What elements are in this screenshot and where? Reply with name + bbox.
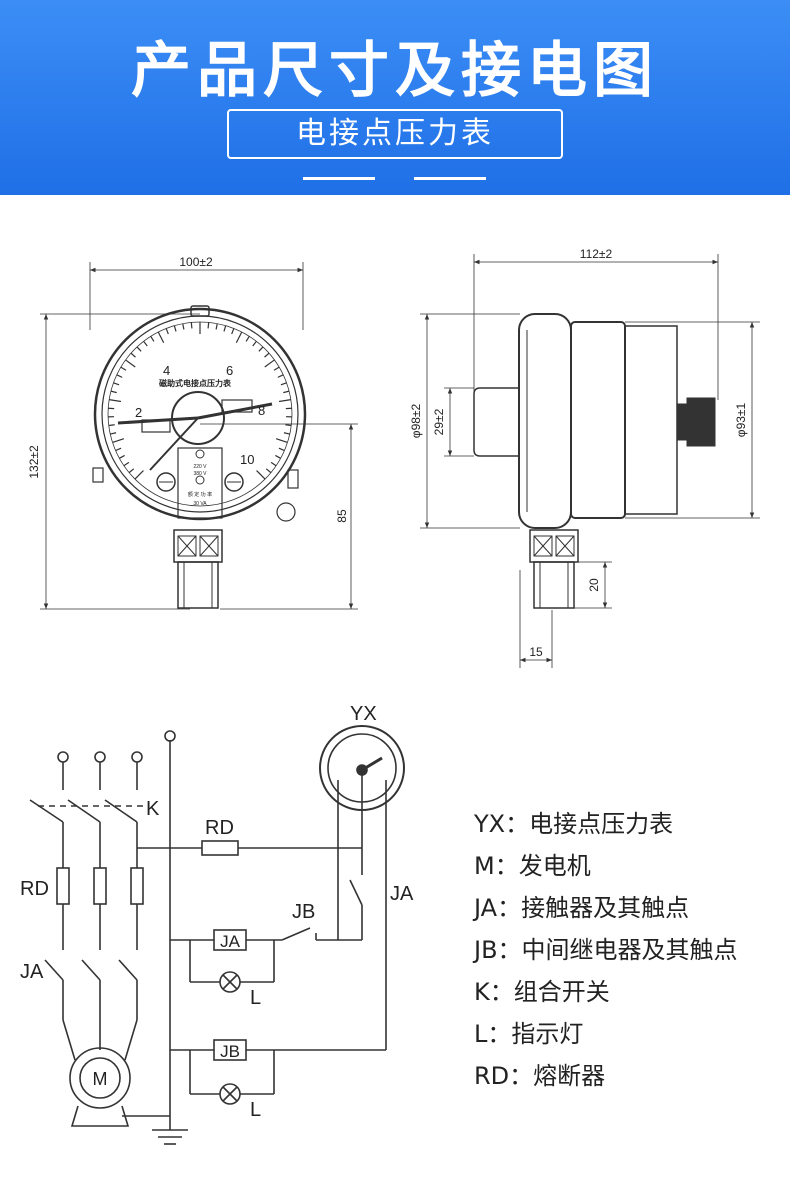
dim-height: 132±2	[27, 445, 41, 479]
dial-tick-mark	[109, 399, 122, 403]
dial-tick-4: 4	[163, 363, 170, 378]
dial-small-2: 380 V	[193, 471, 207, 477]
dial-tick-mark	[108, 424, 115, 427]
dial-tick-mark	[278, 447, 285, 452]
dial-tick-mark	[112, 438, 125, 444]
dial-tick-mark	[110, 432, 117, 435]
legend-k: K：组合开关	[474, 978, 610, 1006]
decor-line-left	[303, 177, 375, 180]
dial-tick-mark	[252, 340, 257, 347]
dim-hub-dia: 29±2	[432, 408, 446, 435]
dim-width: 100±2	[179, 255, 213, 269]
label-ja-right: JA	[390, 883, 414, 905]
circuit-diagram	[29, 725, 405, 1145]
dial-tick-mark	[278, 399, 291, 403]
label-ja-box: JA	[220, 932, 241, 951]
dial-tick-mark	[165, 328, 169, 335]
label-jb-box: JB	[220, 1042, 240, 1061]
side-view	[420, 254, 760, 668]
dial-tick-mark	[275, 438, 288, 444]
dial-tick-mark	[116, 374, 123, 378]
dial-small-3: 额 定 功 率	[188, 491, 212, 498]
dial-tick-mark	[136, 346, 142, 352]
dial-tick-mark	[283, 432, 290, 435]
dial-small-4: 30 VA	[193, 501, 207, 507]
dial-tick-mark	[157, 331, 165, 343]
dial-tick-mark	[207, 322, 210, 329]
dial-tick-mark	[113, 382, 120, 386]
dial-tick-mark	[265, 468, 272, 474]
legend-l: L：指示灯	[474, 1020, 584, 1048]
dial-tick-mark	[120, 366, 127, 371]
dim-connector-h: 20	[587, 578, 601, 592]
dial-tick-mark	[130, 352, 136, 358]
dial-tick-mark	[258, 346, 264, 352]
dim-depth: 112±2	[580, 247, 613, 261]
dim-back-dia: φ93±1	[734, 402, 748, 437]
label-rd-left: RD	[20, 878, 49, 900]
dial-tick-mark	[280, 382, 287, 386]
label-motor: M	[93, 1069, 108, 1089]
label-l1: L	[250, 987, 261, 1009]
dial-tick-mark	[235, 331, 243, 343]
label-rd-top: RD	[205, 817, 234, 839]
dial-tick-mark	[173, 325, 177, 332]
dial-tick-mark	[134, 470, 144, 480]
dial-tick-mark	[123, 461, 130, 467]
dial-tick-2: 2	[135, 405, 142, 420]
dial-tick-mark	[256, 470, 266, 480]
dial-tick-mark	[285, 424, 292, 427]
dial-tick-mark	[119, 454, 125, 459]
label-k: K	[146, 798, 160, 820]
legend-rd: RD：熔断器	[474, 1062, 606, 1090]
dial-tick-mark	[275, 454, 281, 459]
dial-tick-mark	[143, 340, 148, 347]
dim-connector-w: 15	[529, 645, 543, 659]
dial-tick-mark	[125, 359, 136, 368]
dial-tick-mark	[115, 447, 122, 452]
dial-tick-mark	[150, 336, 155, 342]
dial-tick-mark	[277, 374, 284, 378]
dial-label: 磁助式电接点压力表	[159, 378, 232, 388]
dim-case-dia: φ98±2	[409, 403, 423, 438]
dial-tick-mark	[283, 390, 290, 394]
dial-tick-mark	[182, 323, 185, 330]
decor-line-right	[414, 177, 486, 180]
legend-m: M：发电机	[474, 852, 591, 880]
legend-jb: JB：中间继电器及其触点	[474, 936, 738, 964]
dial-tick-mark	[215, 323, 218, 330]
dial-tick-mark	[264, 359, 275, 368]
dial-tick-mark	[245, 336, 250, 342]
page-title: 产品尺寸及接电图	[131, 36, 659, 106]
legend-ja: JA：接触器及其触点	[474, 894, 690, 922]
front-view	[40, 262, 358, 610]
dial-tick-8: 8	[258, 403, 265, 418]
label-jb: JB	[292, 901, 315, 923]
dial-tick-mark	[110, 390, 117, 394]
dial-tick-mark	[223, 325, 227, 332]
dial-tick-mark	[128, 468, 135, 474]
label-ja-left: JA	[20, 961, 44, 983]
dim-lower: 85	[335, 509, 349, 523]
dial-tick-mark	[190, 322, 193, 329]
label-yx: YX	[350, 703, 377, 725]
legend: YX：电接点压力表 M：发电机 JA：接触器及其触点 JB：中间继电器及其触点 …	[474, 803, 738, 1097]
label-l2: L	[250, 1099, 261, 1121]
subtitle-box: 电接点压力表	[227, 109, 563, 159]
dial-tick-mark	[264, 352, 270, 358]
legend-yx: YX：电接点压力表	[474, 810, 674, 838]
dial-tick-6: 6	[226, 363, 233, 378]
dial-tick-10: 10	[240, 452, 254, 467]
header-banner: 产品尺寸及接电图 电接点压力表	[0, 0, 790, 195]
dial-tick-mark	[231, 328, 235, 335]
dial-small-1: 220 V	[193, 464, 207, 470]
dial-tick-mark	[270, 461, 277, 467]
dial-tick-mark	[273, 366, 280, 371]
